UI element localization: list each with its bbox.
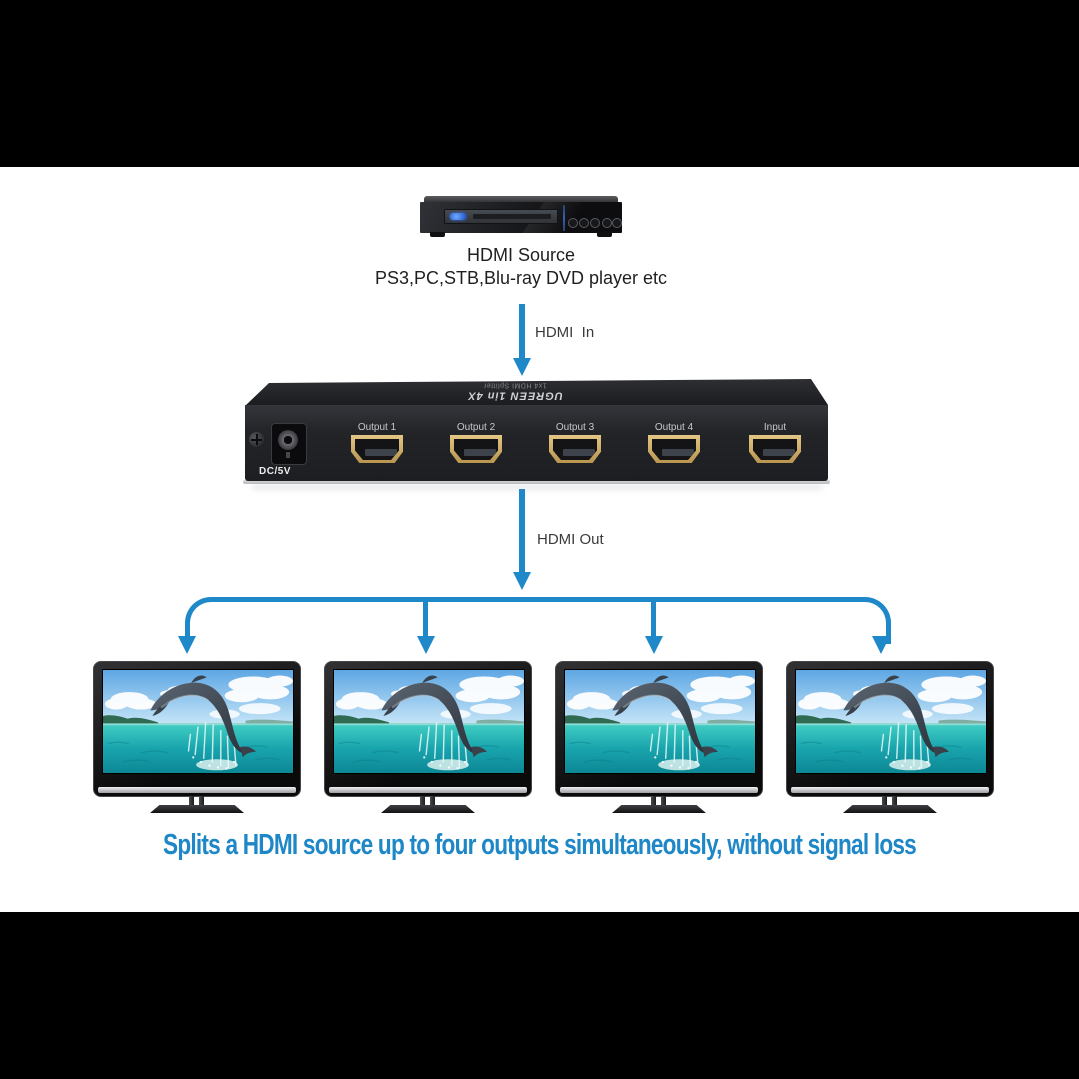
bus-arrowhead-2-icon <box>417 636 435 654</box>
splitter-base-edge <box>243 480 830 484</box>
splitter-front-face: DC/5V Output 1 Output 2 Output 3 Output … <box>245 405 828 481</box>
caption-text: Splits a HDMI source up to four outputs … <box>163 829 917 861</box>
port-label-output4: Output 4 <box>654 422 694 433</box>
port-label-output3: Output 3 <box>555 422 595 433</box>
tv-frame <box>324 661 532 797</box>
bus-arrowhead-3-icon <box>645 636 663 654</box>
tv-display-2 <box>324 661 532 814</box>
panel-divider <box>563 205 565 231</box>
player-button-icon <box>568 218 578 228</box>
hdmi-in-label: HDMI In <box>535 324 595 341</box>
tv-stand-post <box>189 796 194 806</box>
tv-screen <box>333 669 525 774</box>
tv-stand-base <box>612 805 706 813</box>
tv-chin-strip <box>560 787 758 793</box>
tv-screen <box>795 669 987 774</box>
port-slot <box>563 449 595 456</box>
disc-tray <box>444 209 558 224</box>
tv-stand-post <box>651 796 656 806</box>
hdmi-port-output2 <box>450 435 502 463</box>
splitter-brand: UGREEN 1in 4X 1x4 HDMI Splitter <box>410 381 620 402</box>
tv-screen <box>564 669 756 774</box>
splitter-shadow <box>252 484 822 490</box>
port-inner <box>454 439 498 460</box>
player-foot <box>597 232 612 237</box>
port-label-input: Input <box>763 422 787 433</box>
dc-jack-pin <box>286 452 290 458</box>
tv-frame <box>786 661 994 797</box>
port-slot <box>365 449 397 456</box>
splitter-top-face: UGREEN 1in 4X 1x4 HDMI Splitter <box>245 379 828 406</box>
bus-branch-2 <box>423 600 428 637</box>
hdmi-port-output1 <box>351 435 403 463</box>
port-inner <box>355 439 399 460</box>
player-button-icon <box>612 218 622 228</box>
player-body <box>420 202 622 233</box>
source-subtitle: PS3,PC,STB,Blu-ray DVD player etc <box>374 268 668 288</box>
bus-arrowhead-4-icon <box>872 636 890 654</box>
port-label-output1: Output 1 <box>357 422 397 433</box>
tv-stand-post <box>430 796 435 806</box>
source-title: HDMI Source <box>466 245 576 265</box>
tv-stand-post <box>199 796 204 806</box>
port-inner <box>553 439 597 460</box>
hdmi-out-arrowhead-icon <box>513 572 531 590</box>
brand-logo-text: UGREEN 1in 4X <box>467 389 563 402</box>
display-window <box>473 214 551 219</box>
port-slot <box>662 449 694 456</box>
tv-display-4 <box>786 661 994 814</box>
tv-display-1 <box>93 661 301 814</box>
hdmi-port-output4 <box>648 435 700 463</box>
splitter-bus-line <box>185 597 891 644</box>
port-slot <box>763 449 795 456</box>
player-button-icon <box>590 218 600 228</box>
port-inner <box>652 439 696 460</box>
hdmi-port-input <box>749 435 801 463</box>
dc-power-jack <box>271 423 307 465</box>
dc-jack-ring <box>278 430 298 450</box>
letterbox-bottom <box>0 912 1079 1079</box>
hdmi-port-output3 <box>549 435 601 463</box>
screw-icon <box>249 432 264 447</box>
port-label-output2: Output 2 <box>456 422 496 433</box>
tv-stand-post <box>882 796 887 806</box>
bluray-player <box>420 196 622 238</box>
hdmi-in-arrow-line <box>519 304 525 360</box>
hdmi-out-label: HDMI Out <box>537 531 604 548</box>
tv-chin-strip <box>791 787 989 793</box>
hdmi-out-arrow-line <box>519 489 525 573</box>
tv-stand-base <box>150 805 244 813</box>
port-slot <box>464 449 496 456</box>
tv-screen <box>102 669 294 774</box>
bus-arrowhead-1-icon <box>178 636 196 654</box>
bus-branch-3 <box>651 600 656 637</box>
tv-stand-post <box>892 796 897 806</box>
hdmi-in-arrowhead-icon <box>513 358 531 376</box>
tv-frame <box>555 661 763 797</box>
bluray-logo <box>450 213 466 220</box>
tv-stand-base <box>843 805 937 813</box>
tv-stand-base <box>381 805 475 813</box>
tv-display-3 <box>555 661 763 814</box>
tv-stand-post <box>420 796 425 806</box>
player-foot <box>430 232 445 237</box>
player-lid <box>424 196 618 203</box>
player-button-icon <box>579 218 589 228</box>
tv-chin-strip <box>98 787 296 793</box>
player-button-icon <box>602 218 612 228</box>
tv-frame <box>93 661 301 797</box>
port-inner <box>753 439 797 460</box>
tv-chin-strip <box>329 787 527 793</box>
tv-stand-post <box>661 796 666 806</box>
brand-model-text: 1x4 HDMI Splitter <box>483 382 547 390</box>
letterbox-top <box>0 0 1079 167</box>
dc-power-label: DC/5V <box>259 466 291 477</box>
